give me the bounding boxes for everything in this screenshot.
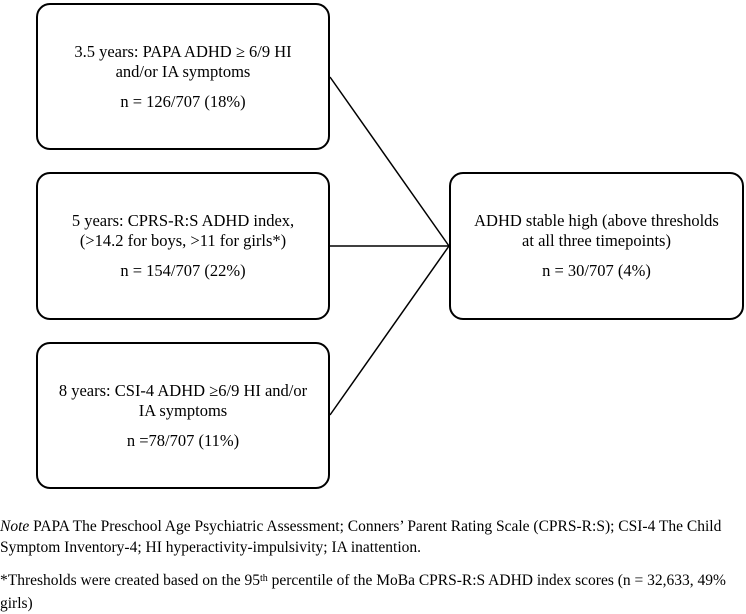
connector-line-3-5-years [329,76,450,247]
footnote-after: percentile of the MoBa CPRS-R:S ADHD ind… [0,572,726,612]
note-label: Note [0,518,30,535]
box-description: 5 years: CPRS-R:S ADHD index, (>14.2 for… [71,211,295,250]
box-count: n = 154/707 (22%) [120,261,246,280]
box-5-years-cprs: 5 years: CPRS-R:S ADHD index, (>14.2 for… [36,172,330,320]
box-adhd-stable-high: ADHD stable high (above thresholds at al… [449,172,744,320]
box-3-5-years-papa: 3.5 years: PAPA ADHD ≥ 6/9 HI and/or IA … [36,3,330,150]
footnote-before: *Thresholds were created based on the 95 [0,572,260,589]
box-count: n = 30/707 (4%) [542,261,651,280]
threshold-footnote: *Thresholds were created based on the 95… [0,570,746,614]
box-description: ADHD stable high (above thresholds at al… [474,211,719,250]
box-8-years-csi: 8 years: CSI-4 ADHD ≥6/9 HI and/or IA sy… [36,342,330,489]
footnote-superscript: th [259,573,268,584]
box-description: 3.5 years: PAPA ADHD ≥ 6/9 HI and/or IA … [74,41,292,81]
note-text: PAPA The Preschool Age Psychiatric Asses… [0,518,722,556]
connector-line-8-years [329,245,450,416]
box-description: 8 years: CSI-4 ADHD ≥6/9 HI and/or IA sy… [58,380,308,420]
box-count: n = 126/707 (18%) [120,91,246,111]
note-abbreviations: Note PAPA The Preschool Age Psychiatric … [0,516,746,558]
box-count: n =78/707 (11%) [126,430,240,450]
